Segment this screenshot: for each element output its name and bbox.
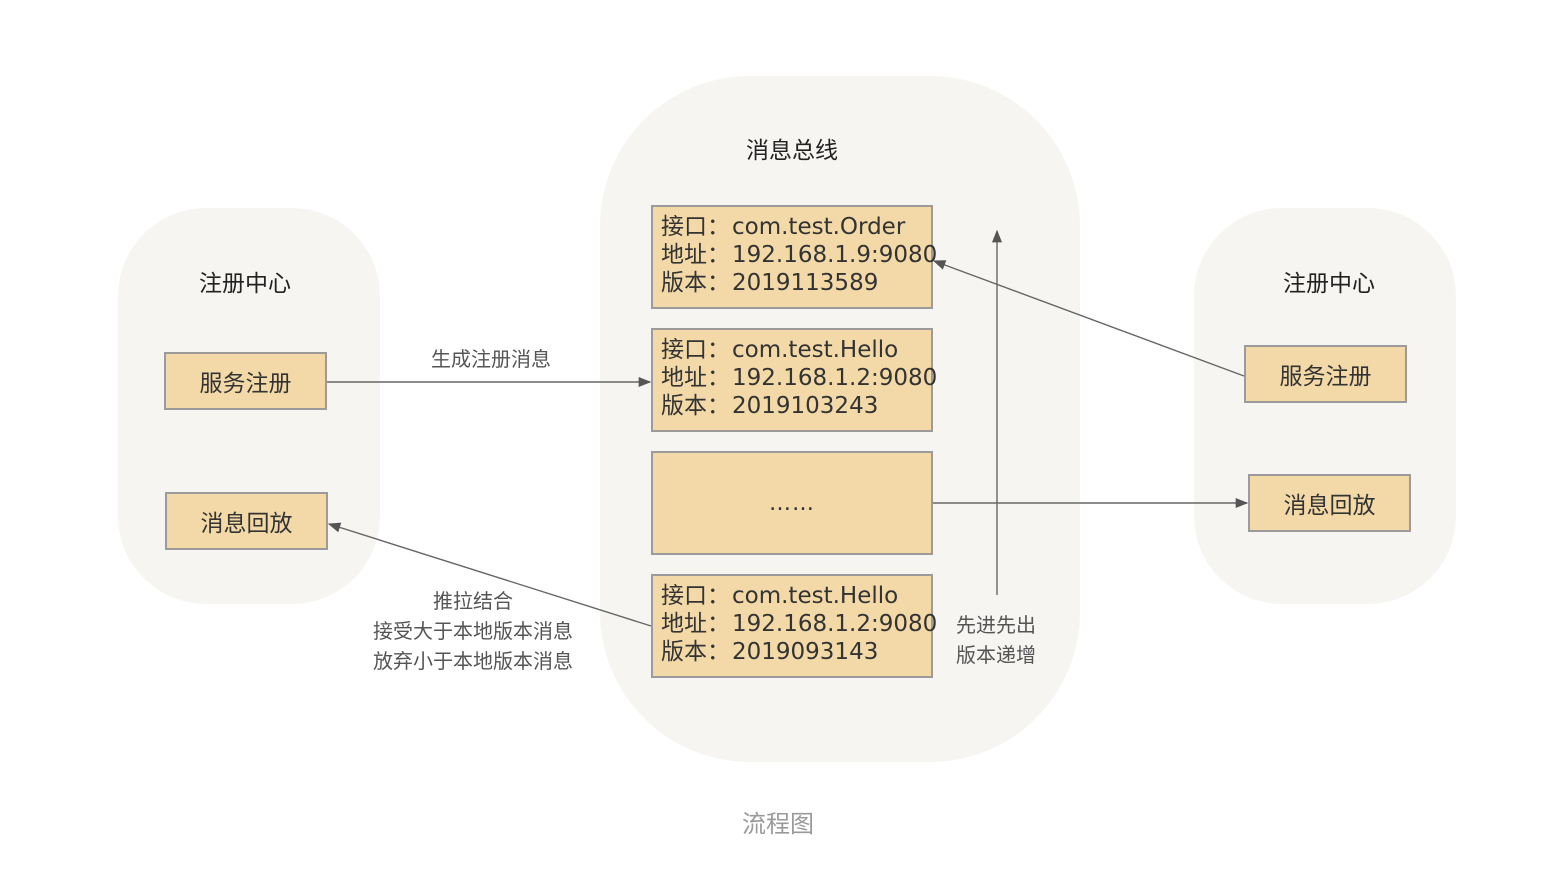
left-registry-title: 注册中心	[199, 271, 291, 297]
version-label: 版本：	[661, 393, 730, 419]
version-value: 2019113589	[732, 270, 879, 296]
interface-value: com.test.Hello	[732, 583, 899, 609]
pull-push-arrow	[327, 522, 652, 627]
right-registry-region	[1194, 208, 1456, 604]
version-value: 2019093143	[732, 639, 879, 665]
right-register-arrow	[932, 260, 1245, 377]
interface-label: 接口：	[661, 583, 730, 609]
pull-push-line2: 接受大于本地版本消息	[373, 619, 573, 643]
bus-ellipsis-card: ……	[651, 451, 933, 555]
bus-message-card: 接口：com.test.Order 地址：192.168.1.9:9080 版本…	[651, 205, 937, 309]
address-label: 地址：	[661, 365, 730, 391]
diagram-caption: 流程图	[742, 810, 814, 838]
address-label: 地址：	[661, 611, 730, 637]
right-message-replay-box: 消息回放	[1248, 474, 1411, 532]
left-message-replay-box: 消息回放	[165, 492, 328, 550]
bus-message-card: 接口：com.test.Hello 地址：192.168.1.2:9080 版本…	[651, 574, 937, 678]
interface-value: com.test.Hello	[732, 337, 899, 363]
fifo-line1: 先进先出	[956, 613, 1036, 637]
right-registry-title: 注册中心	[1283, 271, 1375, 297]
version-label: 版本：	[661, 270, 730, 296]
address-value: 192.168.1.9:9080	[732, 242, 938, 268]
address-label: 地址：	[661, 242, 730, 268]
bus-message-card: 接口：com.test.Hello 地址：192.168.1.2:9080 版本…	[651, 328, 937, 432]
right-service-register-box: 服务注册	[1244, 345, 1407, 403]
generate-message-label: 生成注册消息	[431, 347, 551, 371]
address-value: 192.168.1.2:9080	[732, 611, 938, 637]
fifo-label: 先进先出 版本递增	[946, 610, 1046, 670]
pull-push-label: 推拉结合 接受大于本地版本消息 放弃小于本地版本消息	[350, 586, 596, 676]
left-service-register-box: 服务注册	[164, 352, 327, 410]
pull-push-line1: 推拉结合	[433, 589, 513, 613]
version-label: 版本：	[661, 639, 730, 665]
version-value: 2019103243	[732, 393, 879, 419]
address-value: 192.168.1.2:9080	[732, 365, 938, 391]
interface-label: 接口：	[661, 337, 730, 363]
fifo-line2: 版本递增	[956, 643, 1036, 667]
pull-push-line3: 放弃小于本地版本消息	[373, 649, 573, 673]
message-bus-title: 消息总线	[746, 138, 838, 164]
interface-value: com.test.Order	[732, 214, 906, 240]
interface-label: 接口：	[661, 214, 730, 240]
